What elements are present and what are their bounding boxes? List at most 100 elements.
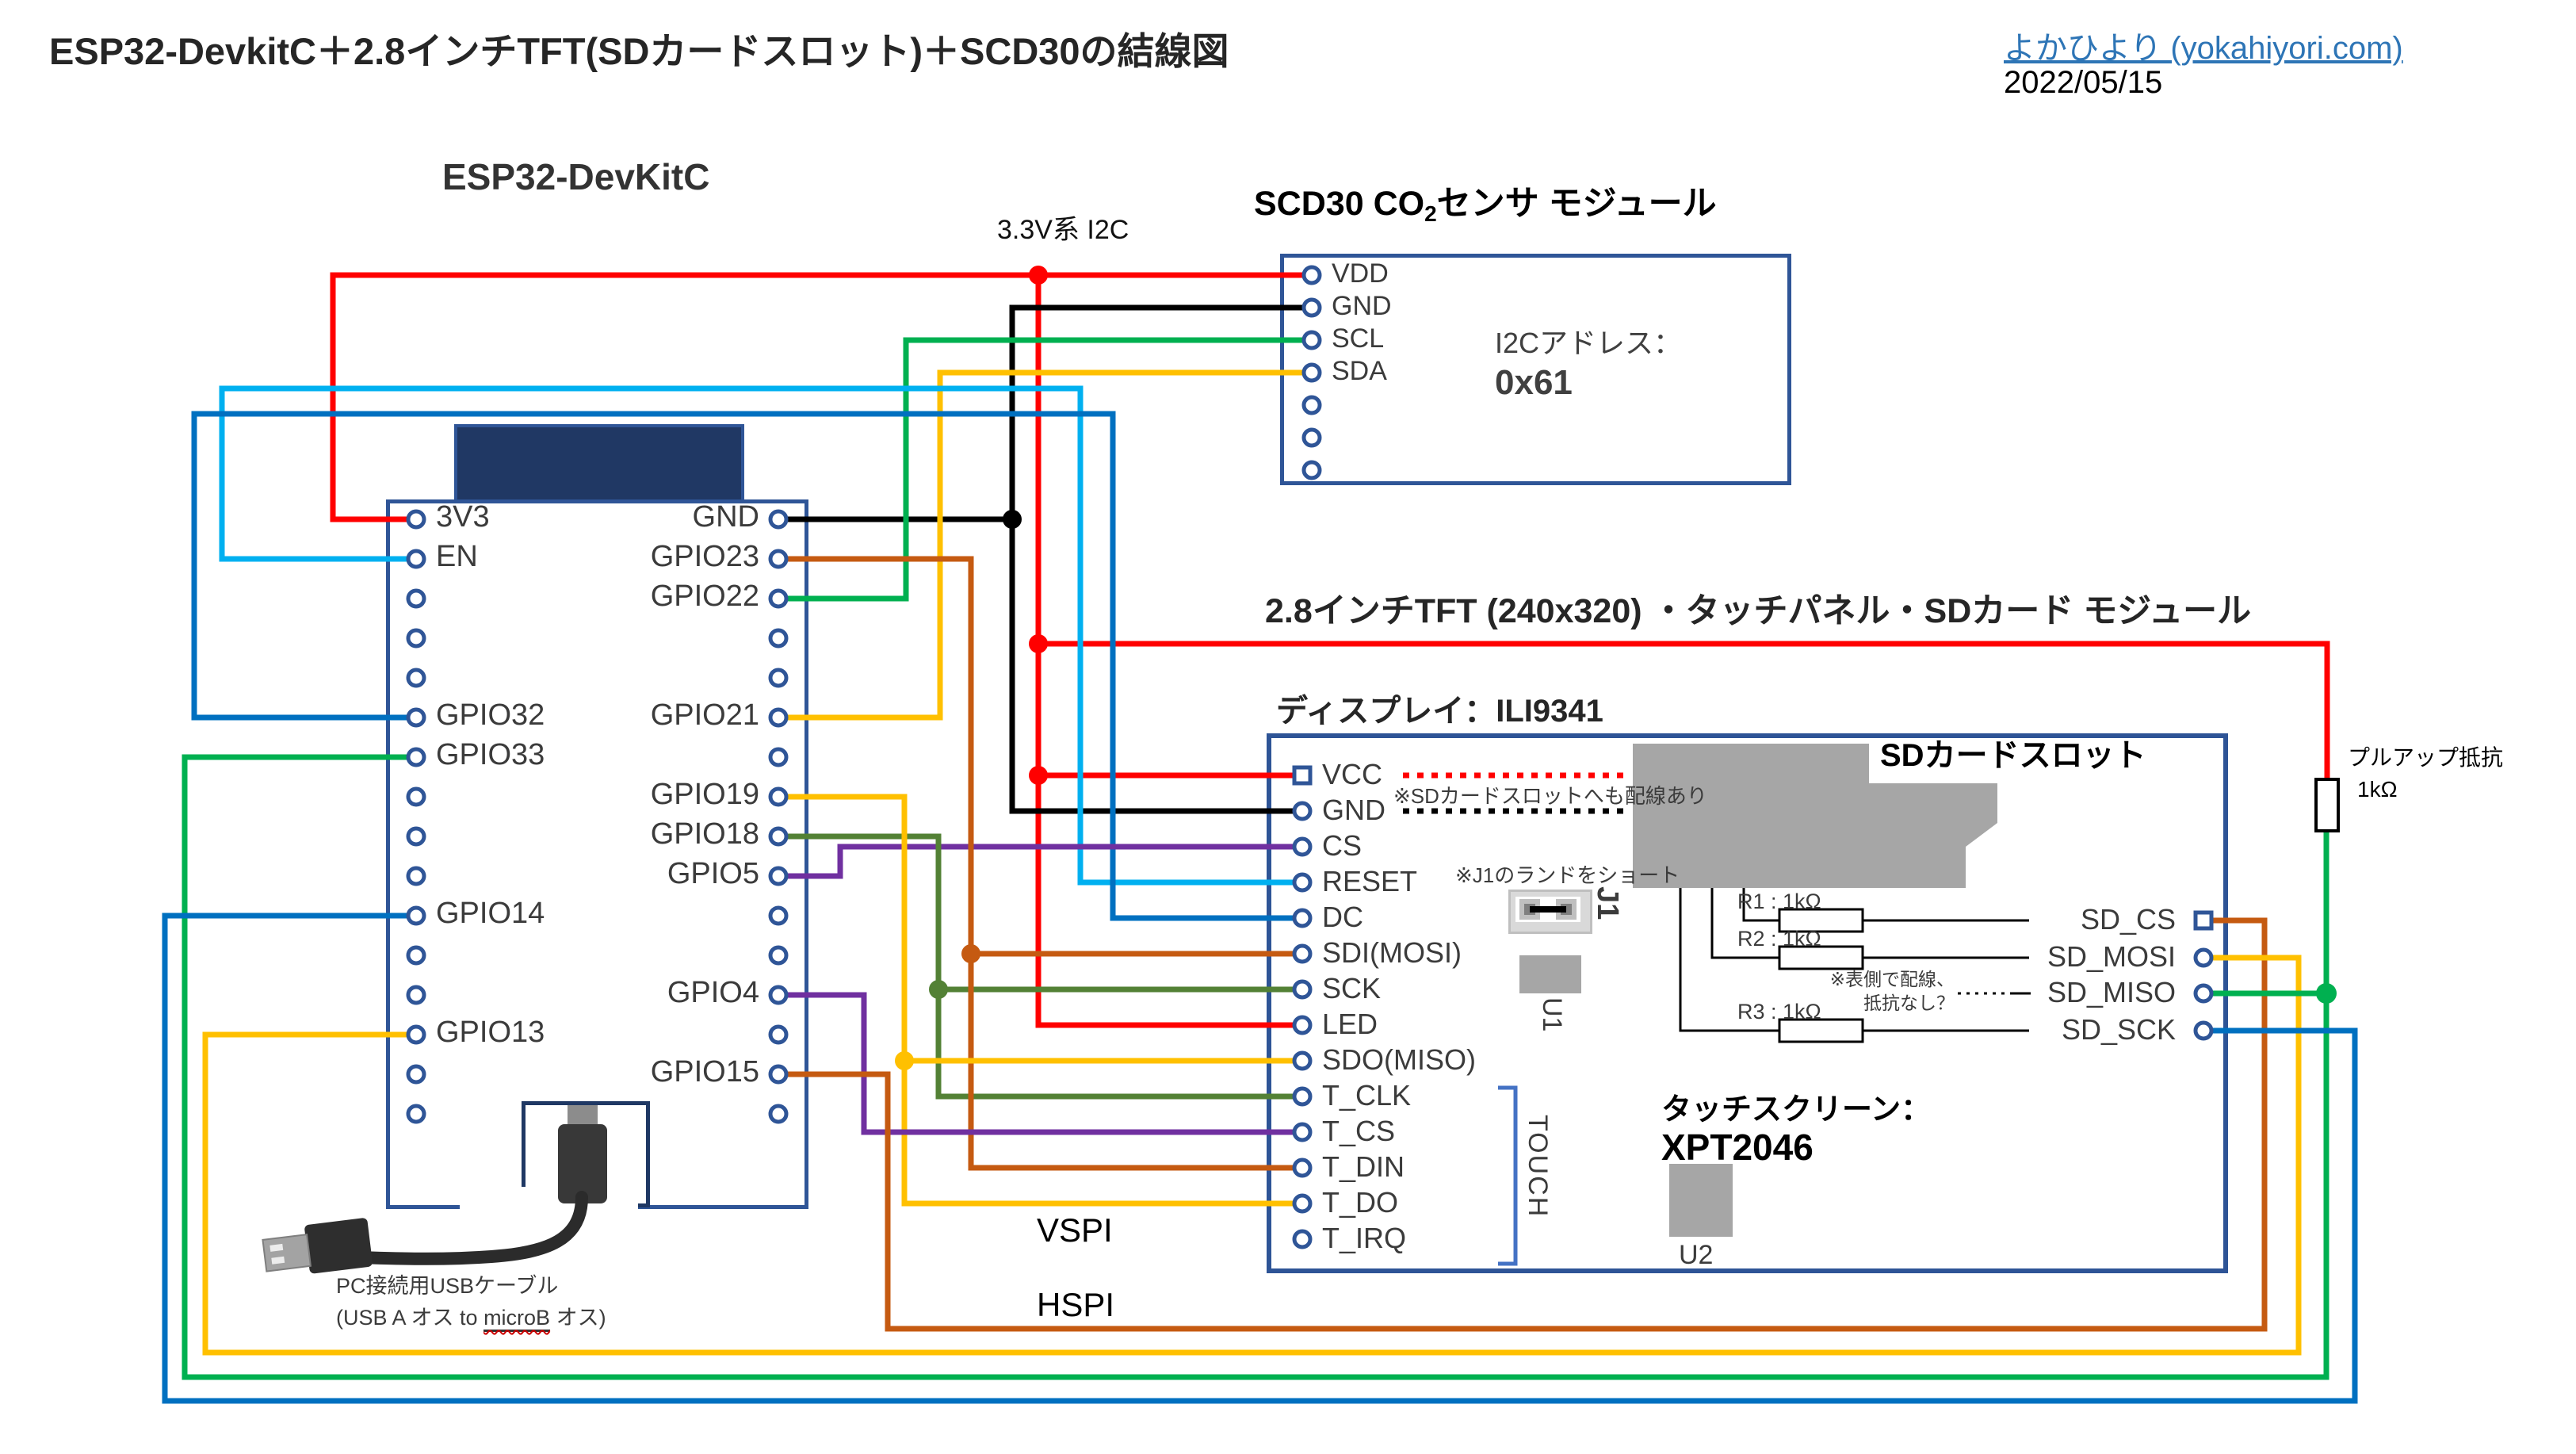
tft-pin-label-SCK: SCK bbox=[1322, 972, 1382, 1004]
esp32-pin-label-GPIO32: GPIO32 bbox=[436, 698, 545, 732]
esp32-pin-right-GPIO5 bbox=[768, 866, 789, 886]
scd30-title-pre: SCD30 CO bbox=[1254, 185, 1425, 223]
esp32-pin-label-GPIO4: GPIO4 bbox=[667, 976, 759, 1009]
esp32-pin-right-blank-11 bbox=[768, 945, 789, 966]
usb-note-post: オス) bbox=[550, 1306, 606, 1330]
esp32-pin-right-blank-13 bbox=[768, 1024, 789, 1045]
tft-pin-label-T_DIN: T_DIN bbox=[1322, 1150, 1405, 1183]
esp32-pin-label-GPIO22: GPIO22 bbox=[650, 580, 759, 613]
pullup-resistor bbox=[2314, 778, 2340, 832]
usb-cable-note-line1: PC接続用USBケーブル bbox=[336, 1274, 559, 1298]
tft-pin-VCC bbox=[1292, 765, 1313, 786]
tft-pin-T_CLK bbox=[1292, 1086, 1313, 1107]
wire-en-reset bbox=[219, 385, 1302, 886]
scd30-pin-label-SDA: SDA bbox=[1332, 356, 1387, 386]
esp32-pin-left-EN bbox=[406, 549, 426, 569]
scd30-pin-GND bbox=[1301, 297, 1322, 318]
page-title: ESP32-DevkitC＋2.8インチTFT(SDカードスロット)＋SCD30… bbox=[49, 30, 1229, 72]
sd-pin-SD_MOSI bbox=[2193, 947, 2214, 968]
sd-pin-SD_CS bbox=[2193, 910, 2214, 931]
sd-pin-label-SD_CS: SD_CS bbox=[2080, 903, 2176, 936]
esp32-pin-left-blank-9 bbox=[406, 866, 426, 886]
esp32-pin-left-GPIO14 bbox=[406, 905, 426, 926]
esp32-pin-label-GPIO19: GPIO19 bbox=[650, 778, 759, 811]
wire-gpio33-sdmiso-pullup bbox=[182, 754, 2329, 1380]
tft-pin-label-T_CS: T_CS bbox=[1322, 1115, 1396, 1147]
junction-olive-sck bbox=[929, 980, 948, 999]
u1-chip bbox=[1519, 955, 1581, 993]
usb-note-pre: (USB A オス to bbox=[336, 1306, 484, 1330]
esp32-pin-right-GPIO15 bbox=[768, 1064, 789, 1085]
junction-green-sdmiso bbox=[2316, 983, 2337, 1004]
scd30-pin-blank-4 bbox=[1301, 395, 1322, 415]
wire-gpio5-cs bbox=[787, 844, 1302, 879]
wire-gpio32-dc bbox=[191, 411, 1302, 921]
usb-microb-tip bbox=[568, 1105, 598, 1127]
usb-microb-plug bbox=[558, 1124, 607, 1203]
resistor-label-SD_CS: R1 : 1kΩ bbox=[1737, 890, 1821, 913]
esp32-pin-label-GPIO5: GPIO5 bbox=[667, 857, 759, 890]
i2c-bus-label: 3.3V系 I2C bbox=[997, 215, 1129, 245]
tft-pin-label-DC: DC bbox=[1322, 901, 1363, 933]
esp32-pin-label-EN: EN bbox=[436, 540, 478, 573]
tft-pin-T_CS bbox=[1292, 1122, 1313, 1142]
scd30-pin-SCL bbox=[1301, 330, 1322, 350]
resistor-label-SD_SCK: R3 : 1kΩ bbox=[1737, 1000, 1821, 1024]
esp32-pin-label-GPIO21: GPIO21 bbox=[650, 698, 759, 732]
usb-cable-note-line2: (USB A オス to microB オス) bbox=[336, 1300, 606, 1332]
esp32-pin-left-3V3 bbox=[406, 509, 426, 530]
resistor-r1 bbox=[1778, 908, 1864, 933]
scd30-title: SCD30 CO2センサ モジュール bbox=[1254, 176, 1717, 227]
tft-pin-label-T_CLK: T_CLK bbox=[1322, 1079, 1412, 1112]
scd30-pin-blank-6 bbox=[1301, 460, 1322, 480]
u2-label: U2 bbox=[1679, 1240, 1714, 1270]
sd-pin-label-SD_SCK: SD_SCK bbox=[2061, 1013, 2176, 1046]
usb-note-microb: microB bbox=[483, 1306, 551, 1332]
esp32-pin-right-GND bbox=[768, 509, 789, 530]
tft-pin-T_DIN bbox=[1292, 1157, 1313, 1178]
esp32-pin-label-GPIO15: GPIO15 bbox=[650, 1055, 759, 1089]
wire-r2 bbox=[1710, 888, 2029, 959]
esp32-pin-left-blank-15 bbox=[406, 1104, 426, 1124]
u2-chip bbox=[1669, 1164, 1733, 1237]
esp32-pin-right-GPIO22 bbox=[768, 588, 789, 609]
wire-3v3-vdd bbox=[330, 272, 1312, 522]
wire-gpio22-scl bbox=[787, 337, 1312, 602]
scd30-pin-SDA bbox=[1301, 362, 1322, 383]
scd30-pin-label-VDD: VDD bbox=[1332, 258, 1389, 289]
source-link[interactable]: よかひより (yokahiyori.com) bbox=[2004, 31, 2403, 66]
esp32-pin-left-blank-3 bbox=[406, 628, 426, 649]
wire-gpio4-tcs bbox=[787, 992, 1302, 1135]
junction-yellow-sdo bbox=[895, 1051, 914, 1070]
esp32-pin-label-GPIO14: GPIO14 bbox=[436, 897, 545, 930]
tft-pin-label-RESET: RESET bbox=[1322, 865, 1418, 897]
tft-pin-label-SDO(MISO): SDO(MISO) bbox=[1322, 1043, 1476, 1076]
hspi-label: HSPI bbox=[1037, 1286, 1115, 1323]
esp32-pin-left-blank-2 bbox=[406, 588, 426, 609]
esp32-pin-left-blank-8 bbox=[406, 826, 426, 847]
sd-card-slot-shape bbox=[1633, 744, 1997, 888]
touchscreen-chip: XPT2046 bbox=[1661, 1127, 1814, 1168]
scd30-pin-blank-5 bbox=[1301, 427, 1322, 448]
esp32-pin-right-blank-10 bbox=[768, 905, 789, 926]
u1-label: U1 bbox=[1537, 997, 1567, 1032]
sd-pin-SD_MISO bbox=[2193, 983, 2214, 1004]
wire-gpio15-sdcs bbox=[787, 917, 2268, 1332]
sd-vcc-note: ※SDカードスロットへも配線あり bbox=[1393, 784, 1707, 808]
sd-pin-SD_SCK bbox=[2193, 1020, 2214, 1041]
touch-bracket bbox=[1498, 1085, 1518, 1266]
miso-note-line2: 抵抗なし？ bbox=[1863, 993, 1955, 1013]
esp32-pin-right-blank-6 bbox=[768, 747, 789, 767]
touch-group-label: TOUCH bbox=[1523, 1115, 1553, 1219]
scd30-title-post: センサ モジュール bbox=[1436, 185, 1717, 223]
esp32-pin-left-GPIO33 bbox=[406, 747, 426, 767]
sd-pin-label-SD_MISO: SD_MISO bbox=[2047, 976, 2176, 1008]
sd-slot-title: SDカードスロット bbox=[1880, 738, 2146, 773]
wire-gpio18-sck-tclk bbox=[787, 833, 1302, 1100]
esp32-pin-left-GPIO32 bbox=[406, 707, 426, 728]
esp32-pin-left-blank-11 bbox=[406, 945, 426, 966]
tft-pin-SCK bbox=[1292, 979, 1313, 1000]
esp32-pin-label-GPIO23: GPIO23 bbox=[650, 540, 759, 573]
tft-pin-label-GND: GND bbox=[1322, 794, 1385, 826]
